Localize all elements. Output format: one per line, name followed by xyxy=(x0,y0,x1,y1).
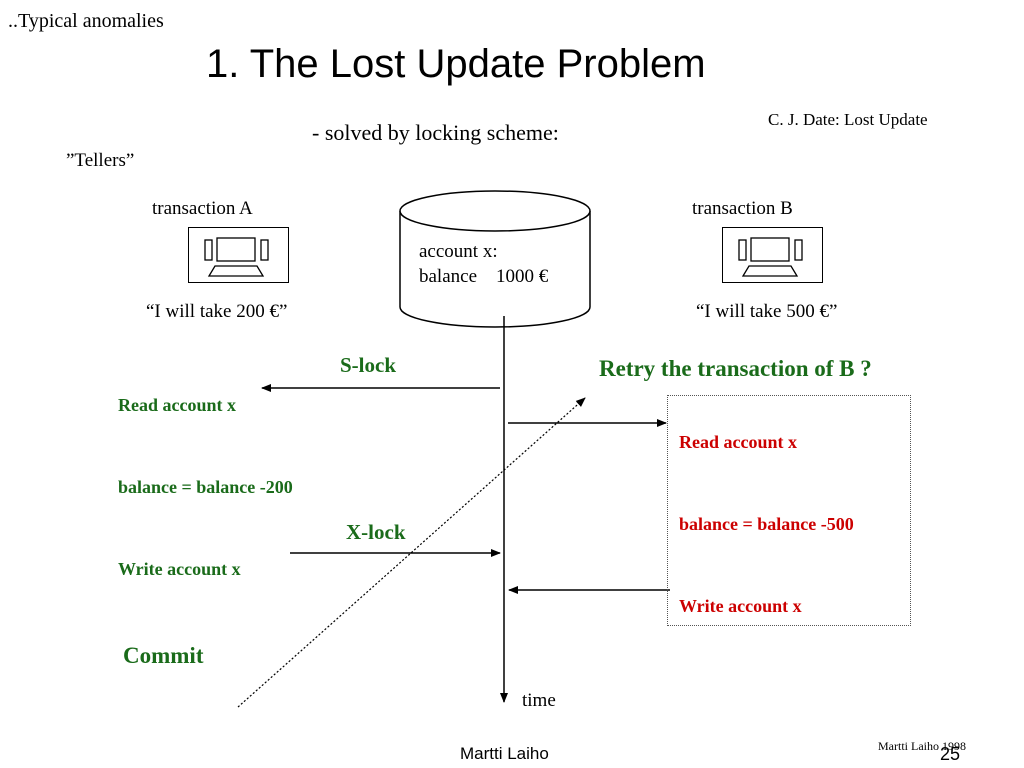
transaction-b-label: transaction B xyxy=(692,198,793,219)
a-step-read: Read account x xyxy=(118,395,236,415)
transaction-a-label: transaction A xyxy=(152,198,253,219)
retry-dotted-arrow xyxy=(237,397,586,708)
tellers-label: ”Tellers” xyxy=(66,150,135,171)
database-line-1: account x: xyxy=(419,241,498,262)
time-label: time xyxy=(522,690,556,711)
page-number: 25 xyxy=(940,744,961,764)
database-cylinder-icon xyxy=(399,190,591,328)
section-heading: ..Typical anomalies xyxy=(8,10,164,32)
retry-question: Retry the transaction of B ? xyxy=(599,356,872,381)
b-step-compute: balance = balance -500 xyxy=(679,514,854,534)
reference-note: C. J. Date: Lost Update xyxy=(768,110,928,129)
subtitle: - solved by locking scheme: xyxy=(312,120,559,145)
terminal-b-icon xyxy=(722,227,823,283)
b-step-read: Read account x xyxy=(679,432,797,452)
database-line-2: balance 1000 € xyxy=(419,266,549,287)
a-step-write: Write account x xyxy=(118,559,241,579)
transaction-a-quote: “I will take 200 €” xyxy=(146,301,288,322)
s-lock-label: S-lock xyxy=(340,353,397,377)
x-lock-label: X-lock xyxy=(346,520,406,544)
terminal-a-icon xyxy=(188,227,289,283)
footer-author: Martti Laiho xyxy=(460,744,549,763)
transaction-b-quote: “I will take 500 €” xyxy=(696,301,838,322)
a-step-compute: balance = balance -200 xyxy=(118,477,293,497)
a-commit: Commit xyxy=(123,643,204,668)
footer-copyright: Martti Laiho 1998 xyxy=(878,739,966,753)
page-title: 1. The Lost Update Problem xyxy=(206,42,706,86)
transaction-b-box xyxy=(667,395,911,626)
b-step-write: Write account x xyxy=(679,596,802,616)
